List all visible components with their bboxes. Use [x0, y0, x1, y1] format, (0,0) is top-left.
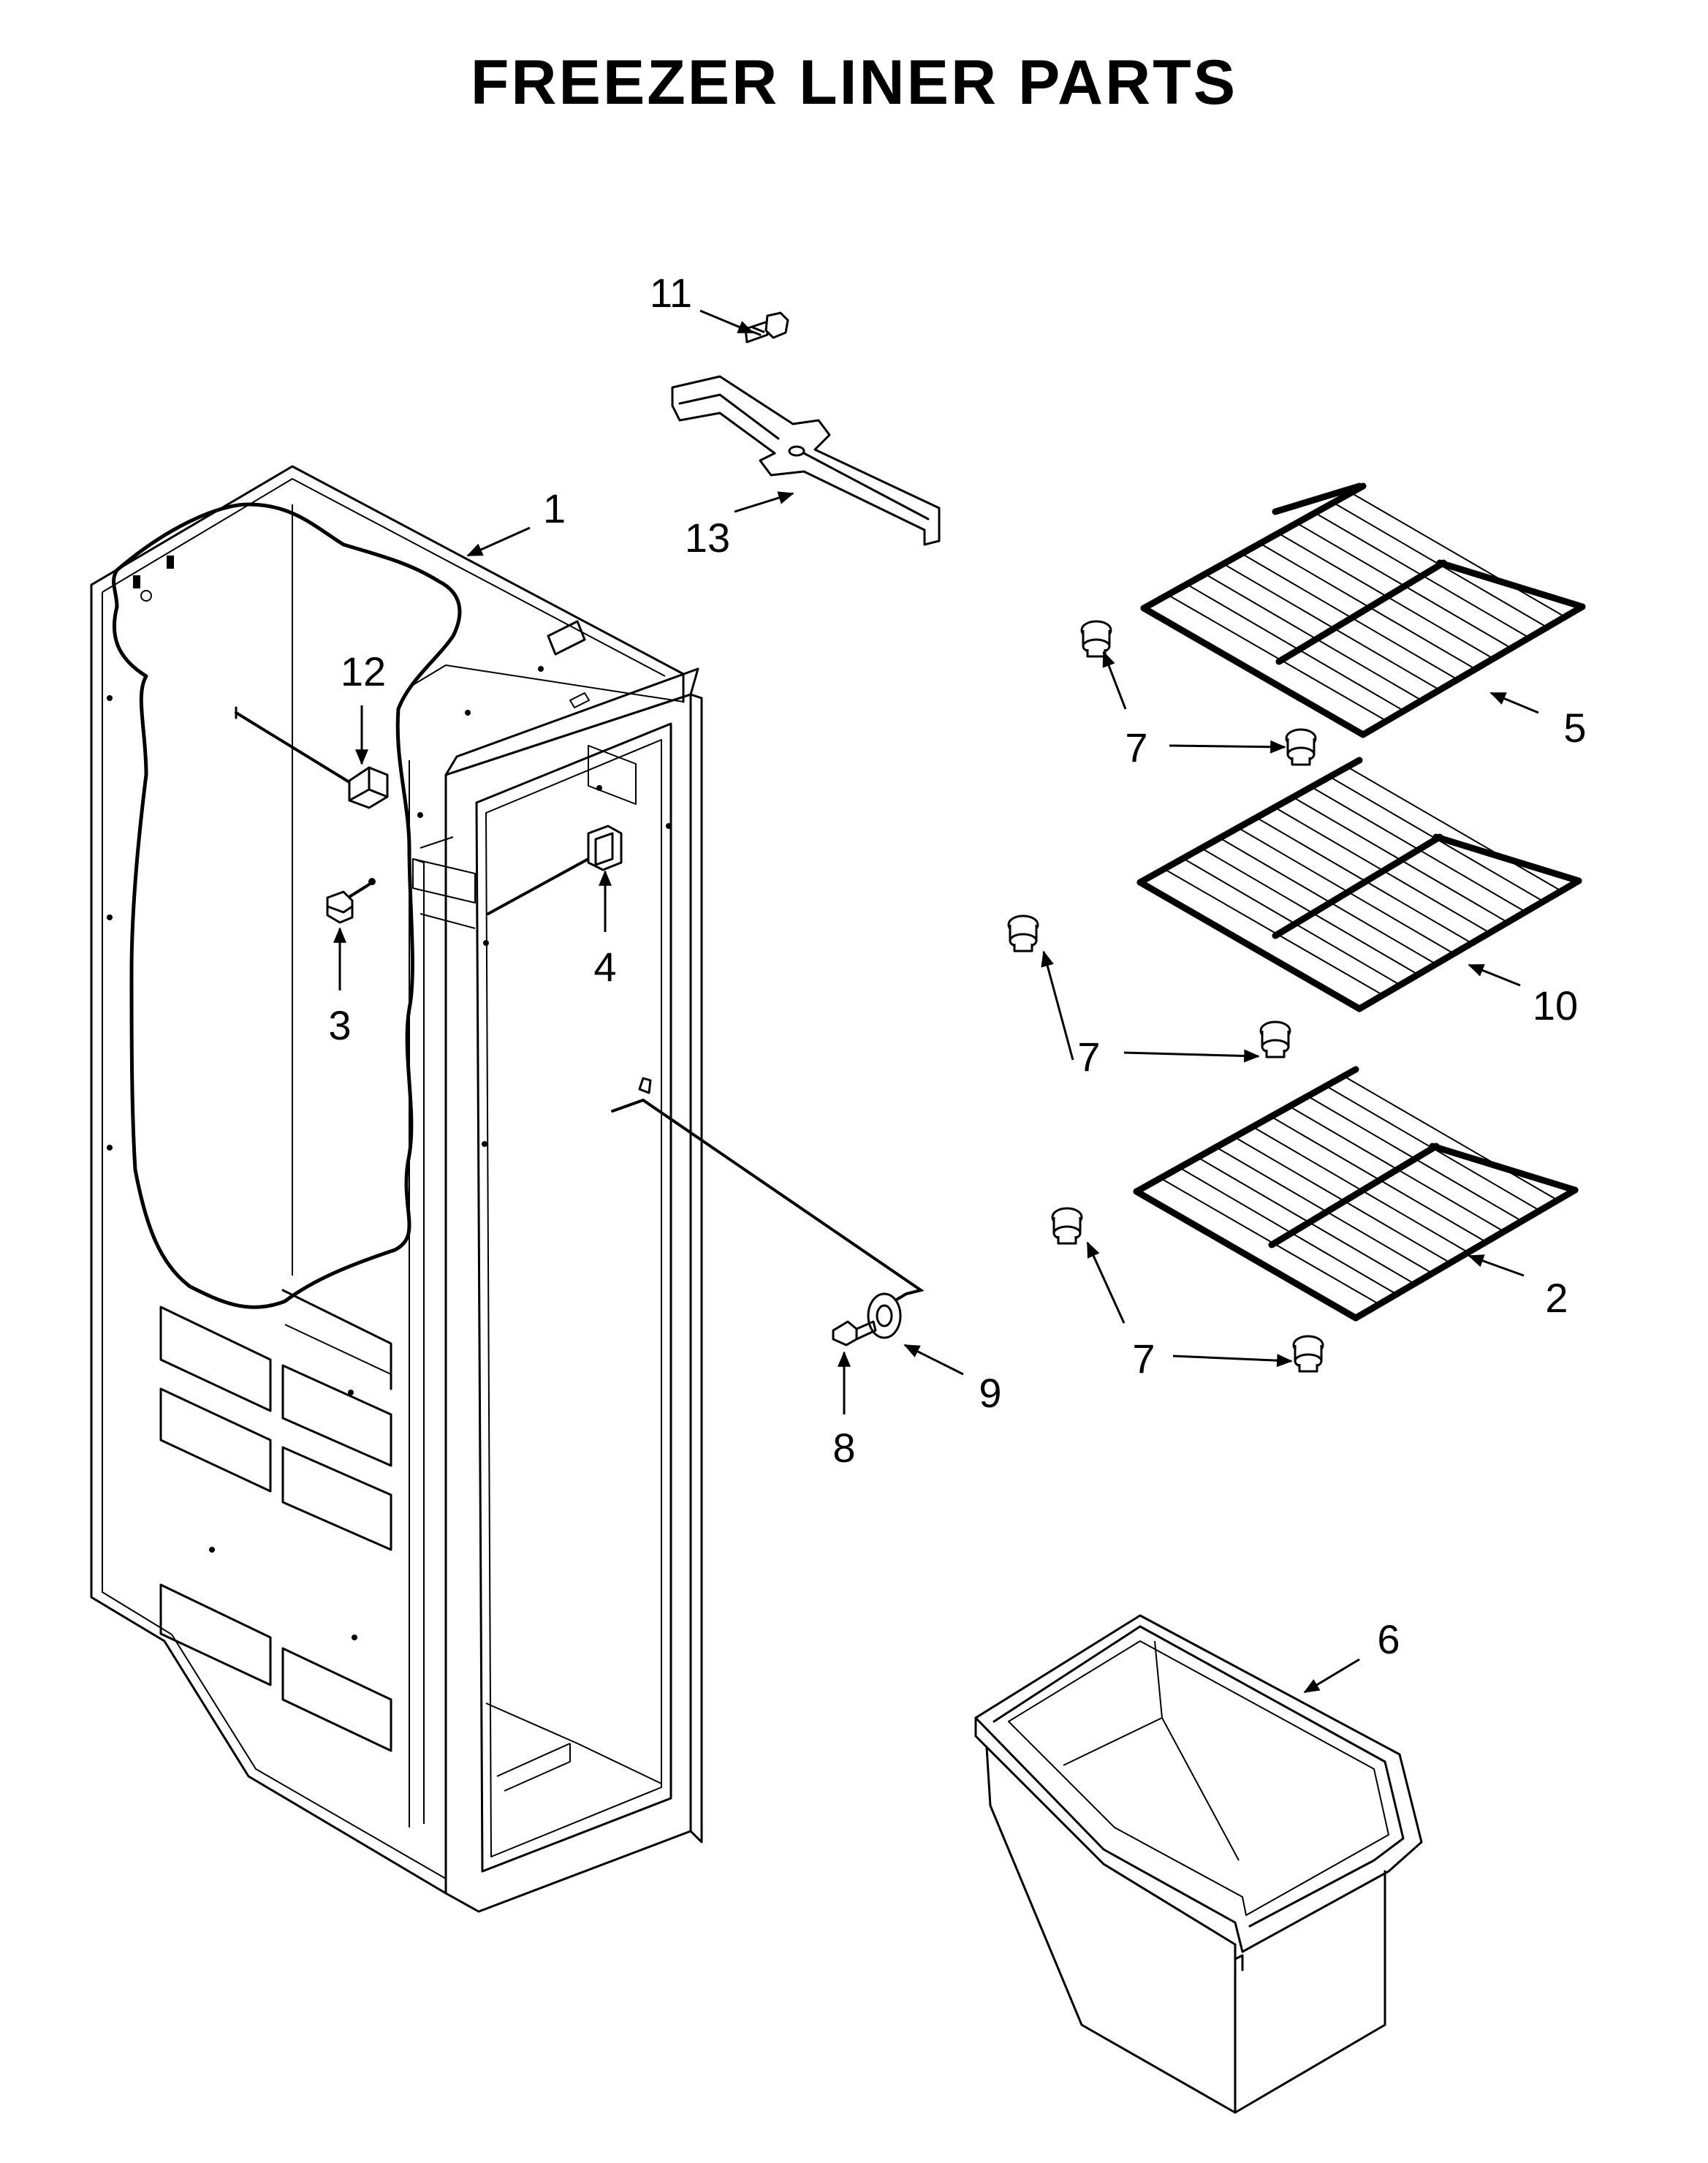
part-6-ice-bin [974, 1614, 1423, 2114]
part-2-wire-shelf [1133, 1066, 1579, 1322]
part-4-switch [487, 825, 623, 915]
part-8-screw [832, 1320, 877, 1346]
part-11-screw [744, 311, 789, 344]
callout-7-middle: 7 [1077, 1034, 1100, 1080]
callout-10: 10 [1533, 982, 1578, 1029]
callout-5: 5 [1563, 705, 1586, 751]
callout-6: 6 [1377, 1616, 1400, 1662]
callout-7-top: 7 [1125, 724, 1147, 770]
part-12-clip [235, 706, 389, 809]
leader-lines [333, 309, 1539, 1694]
callout-2: 2 [1545, 1275, 1568, 1321]
part-10-wire-shelf [1136, 757, 1582, 1012]
callout-8: 8 [832, 1425, 855, 1471]
part-9-wire-harness [611, 1077, 925, 1339]
callout-4: 4 [593, 944, 616, 990]
callout-7-bottom: 7 [1132, 1336, 1155, 1382]
part-13-bracket [671, 375, 941, 546]
callout-12: 12 [341, 648, 386, 694]
callout-9: 9 [979, 1370, 1001, 1416]
callout-3: 3 [328, 1002, 351, 1048]
callout-1: 1 [543, 485, 566, 531]
callout-labels: 1 12 3 4 11 13 5 10 2 7 7 7 8 9 6 [328, 270, 1586, 1662]
part-5-wire-shelf [1140, 482, 1586, 738]
page-title: FREEZER LINER PARTS [470, 48, 1238, 118]
part-7-shelf-supports [1007, 620, 1324, 1373]
callout-11: 11 [650, 270, 692, 316]
callout-13: 13 [685, 515, 730, 561]
part-3-clip [326, 878, 376, 924]
freezer-liner-part [90, 465, 703, 1913]
